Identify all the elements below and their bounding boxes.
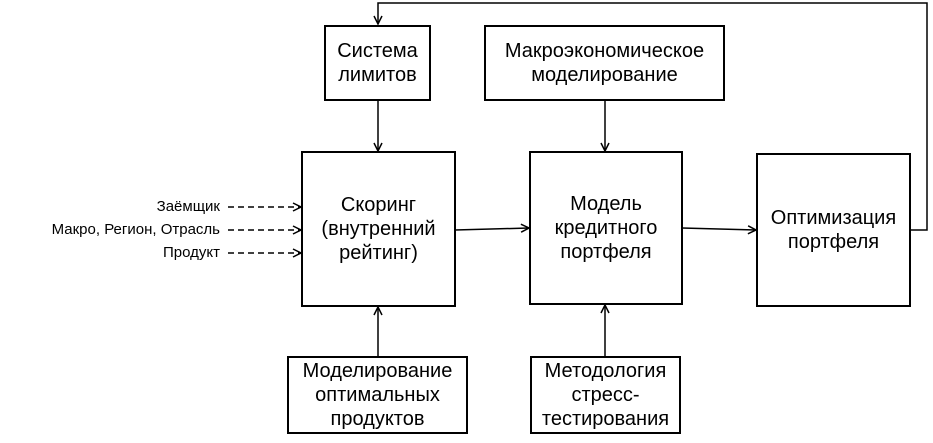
arrow-feedback-optimization-to-limits: [378, 2, 928, 231]
arrow-credit-model-to-optimization: [681, 228, 756, 230]
macro-modeling-label: Макроэкономическое моделирование: [504, 40, 705, 86]
portfolio-optimization-box: Оптимизация портфеля: [756, 153, 911, 307]
portfolio-optimization-label: Оптимизация портфеля: [770, 207, 897, 253]
optimal-products-modeling-label: Моделирование оптимальных продуктов: [302, 360, 453, 430]
limits-system-label: Система лимитов: [337, 40, 418, 86]
stress-testing-methodology-box: Методология стресс- тестирования: [530, 356, 681, 434]
input-product-label: Продукт: [163, 244, 220, 261]
arrow-scoring-to-credit-model: [454, 228, 529, 230]
macro-modeling-box: Макроэкономическое моделирование: [484, 25, 725, 101]
scoring-box: Скоринг (внутренний рейтинг): [301, 151, 456, 307]
scoring-label: Скоринг (внутренний рейтинг): [321, 194, 436, 264]
input-borrower-label: Заёмщик: [156, 198, 220, 215]
optimal-products-modeling-box: Моделирование оптимальных продуктов: [287, 356, 468, 434]
credit-portfolio-model-label: Модель кредитного портфеля: [554, 193, 658, 263]
stress-testing-methodology-label: Методология стресс- тестирования: [541, 360, 670, 430]
input-macro-region-industry-label: Макро, Регион, Отрасль: [51, 221, 220, 238]
credit-portfolio-model-box: Модель кредитного портфеля: [529, 151, 683, 305]
limits-system-box: Система лимитов: [324, 25, 431, 101]
